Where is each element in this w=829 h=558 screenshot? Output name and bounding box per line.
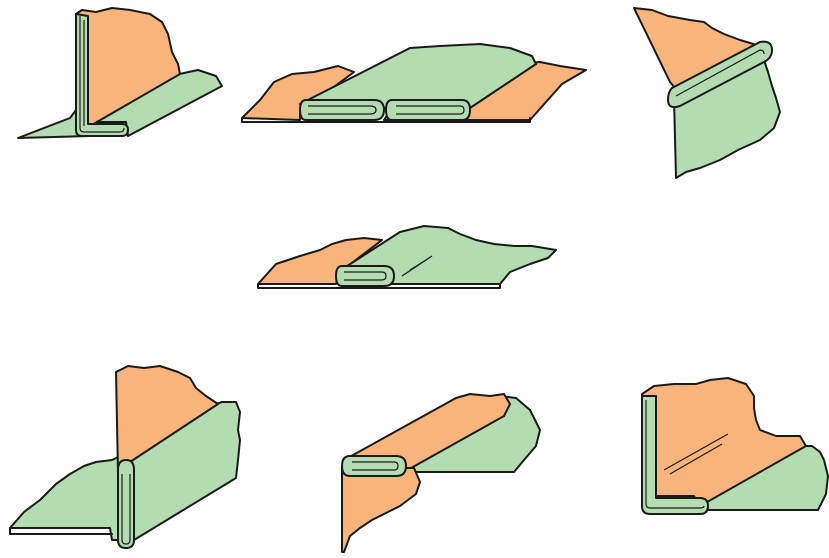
fold-loop — [75, 13, 129, 137]
standing-fold-loop — [117, 459, 135, 549]
right-fold-loop — [385, 99, 471, 121]
green-sheet-right-flat — [343, 225, 557, 285]
orange-sheet-vertical — [75, 7, 181, 131]
panel-vertical-flange-fold — [17, 7, 223, 139]
panel-corner-fold — [633, 7, 781, 179]
panel-corner-flange-fold — [641, 377, 829, 515]
angled-fold-loop — [341, 455, 407, 477]
left-fold-loop — [299, 99, 385, 121]
panel-standing-fold — [9, 365, 241, 549]
corner-flange-fold-loop — [641, 395, 709, 515]
flat-fold-loop — [335, 265, 395, 287]
panel-angled-fold — [341, 393, 541, 553]
orange-sheet-angled-down — [341, 467, 421, 553]
panel-double-flat-fold — [241, 43, 587, 123]
panel-single-flat-fold — [257, 225, 557, 289]
